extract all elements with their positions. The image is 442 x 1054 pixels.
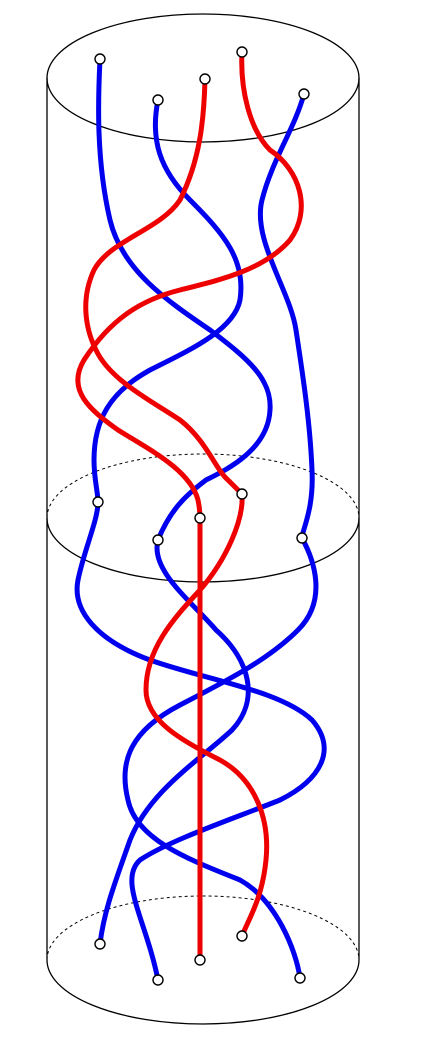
endpoint-bottom-1 bbox=[94, 938, 106, 950]
bottom-rim-back bbox=[46, 895, 360, 961]
endpoint-bottom-3 bbox=[194, 954, 206, 966]
middle-rim-front bbox=[46, 517, 360, 583]
braid-strand-2 bbox=[74, 97, 327, 983]
braid-strand-5 bbox=[122, 91, 319, 981]
strand-endpoints bbox=[92, 46, 310, 986]
cylinder-outline bbox=[46, 13, 360, 1025]
braid-strand-4 bbox=[75, 49, 304, 963]
endpoint-middle-5 bbox=[296, 532, 308, 544]
endpoint-bottom-4 bbox=[236, 930, 248, 942]
braid-strand-1 bbox=[96, 56, 273, 947]
endpoint-middle-2 bbox=[152, 534, 164, 546]
endpoint-top-5 bbox=[298, 88, 310, 100]
bottom-rim-front bbox=[46, 959, 360, 1025]
middle-rim-back bbox=[46, 453, 360, 519]
endpoint-middle-1 bbox=[92, 496, 104, 508]
endpoint-top-1 bbox=[94, 53, 106, 65]
endpoint-top-3 bbox=[199, 73, 211, 85]
endpoint-top-2 bbox=[152, 94, 164, 106]
endpoint-bottom-2 bbox=[152, 974, 164, 986]
endpoint-middle-3 bbox=[194, 512, 206, 524]
endpoint-middle-4 bbox=[236, 488, 248, 500]
endpoint-bottom-5 bbox=[294, 972, 306, 984]
endpoint-top-4 bbox=[236, 46, 248, 58]
